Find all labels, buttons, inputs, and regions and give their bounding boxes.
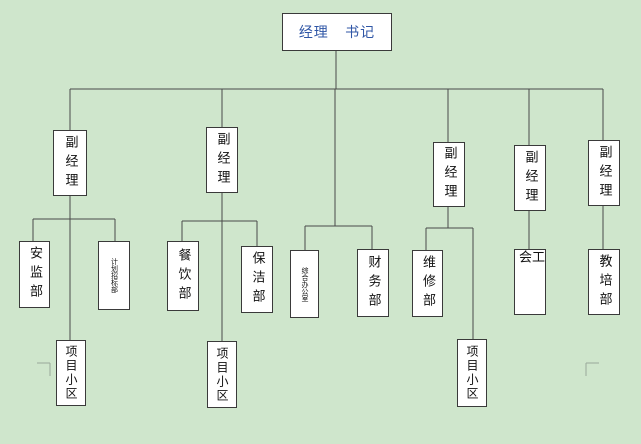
box-col3-left-label: 综合办公室 [301, 266, 309, 302]
box-col2-sub-label: 项目小区 [215, 346, 229, 403]
box-col1-sub-label: 项目小区 [64, 345, 78, 401]
box-col5-deputy-label: 副经理 [522, 149, 538, 207]
box-col2-deputy-label: 副经理 [214, 131, 230, 189]
box-col5-child: 工会 [514, 249, 546, 315]
box-col3-right: 财务部 [357, 249, 389, 317]
box-col1-right-label: 计划招标部 [110, 258, 119, 293]
box-manager-secretary-label: 经理 书记 [298, 25, 376, 41]
box-col1-right: 计划招标部 [98, 241, 130, 310]
box-col4-deputy: 副经理 [433, 142, 465, 207]
box-col6-deputy: 副经理 [588, 140, 620, 206]
box-col2-left: 餐饮部 [167, 241, 199, 311]
box-col1-left: 安监部 [19, 241, 50, 308]
box-col5-deputy: 副经理 [514, 145, 546, 211]
box-col4-left: 维修部 [412, 250, 443, 317]
box-col5-child-label: 工会 [516, 250, 544, 283]
box-col2-right-label: 保洁部 [249, 251, 265, 308]
box-col4-sub-label: 项目小区 [465, 345, 479, 401]
box-col1-deputy: 副经理 [53, 130, 87, 196]
box-col2-sub: 项目小区 [207, 341, 237, 408]
box-col3-left: 综合办公室 [290, 250, 319, 318]
box-col4-deputy-label: 副经理 [441, 146, 457, 203]
box-col6-deputy-label: 副经理 [596, 144, 612, 202]
box-col4-left-label: 维修部 [420, 255, 435, 312]
box-col2-left-label: 餐饮部 [175, 247, 191, 305]
box-col1-sub: 项目小区 [56, 340, 86, 406]
box-col1-left-label: 安监部 [27, 246, 42, 303]
box-manager-secretary: 经理 书记 [282, 13, 392, 51]
box-col2-right: 保洁部 [241, 246, 273, 313]
box-col1-deputy-label: 副经理 [62, 134, 78, 192]
box-col4-sub: 项目小区 [457, 339, 487, 407]
box-col3-right-label: 财务部 [365, 254, 381, 312]
box-col6-child-label: 教培部 [596, 253, 612, 311]
box-col6-child: 教培部 [588, 249, 620, 315]
box-col2-deputy: 副经理 [206, 127, 238, 193]
